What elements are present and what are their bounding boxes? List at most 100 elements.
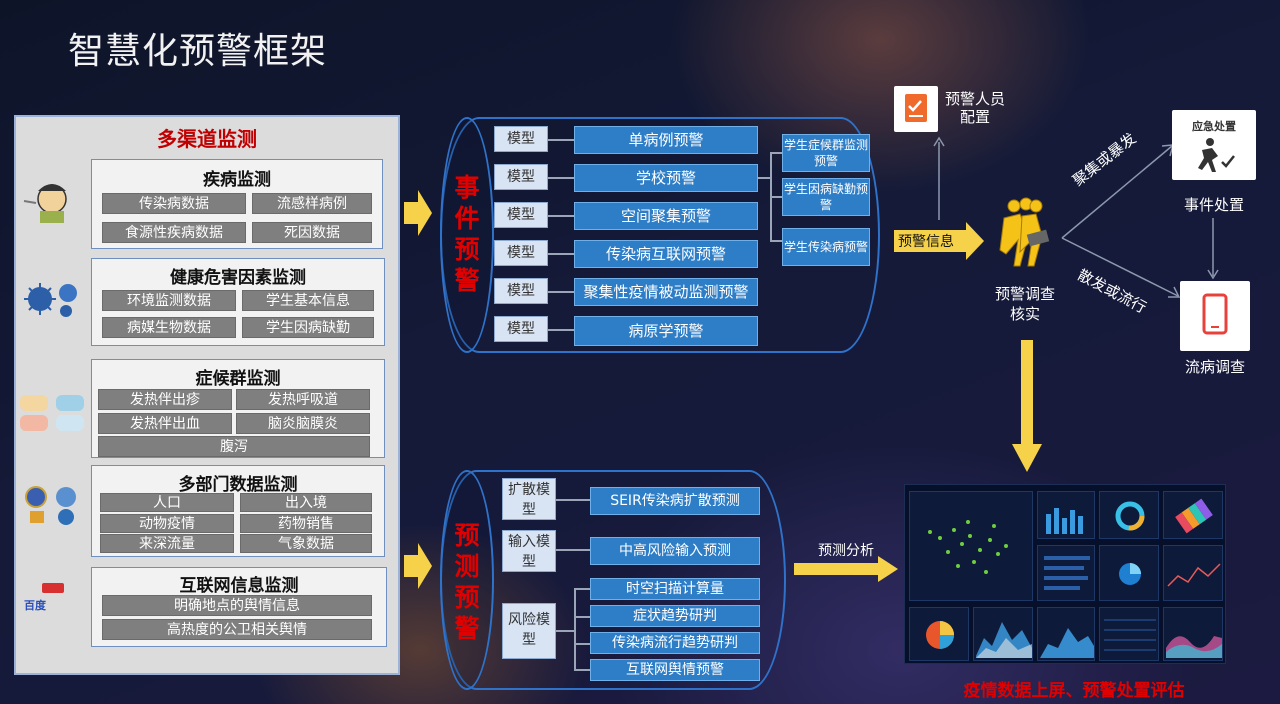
table-mini: [1104, 619, 1156, 651]
connector: [574, 643, 590, 645]
list-mini: [1044, 556, 1090, 590]
wave-mini: [1166, 636, 1222, 658]
chip: 学生因病缺勤: [242, 317, 374, 338]
student-infectious-warning: 学生传染病预警: [782, 228, 870, 266]
epi-investigation-label: 流病调查: [1184, 358, 1245, 376]
section-title: 健康危害因素监测: [170, 268, 306, 288]
chip: 药物销售: [240, 514, 372, 533]
risk-model-tag: 风险模型: [502, 603, 556, 659]
health-hazard-section: 健康危害因素监测 环境监测数据 学生基本信息 病媒生物数据 学生因病缺勤: [91, 258, 385, 346]
personnel-card: [894, 86, 938, 132]
symptom-trend: 症状趋势研判: [590, 605, 760, 627]
chip: 环境监测数据: [102, 290, 236, 311]
chip: 发热伴出血: [98, 413, 232, 434]
chip: 发热呼吸道: [236, 389, 370, 410]
chip: 流感样病例: [252, 193, 372, 214]
table-tile: [1099, 607, 1159, 661]
dashboard-screen: [904, 484, 1226, 664]
section-title: 症候群监测: [195, 369, 281, 389]
big-pie-mini: [926, 621, 954, 649]
dashboard-caption: 疫情数据上屏、预警处置评估: [963, 681, 1185, 701]
epidemic-trend: 传染病流行趋势研判: [590, 632, 760, 654]
map-tile: [909, 491, 1033, 601]
section-title: 互联网信息监测: [179, 576, 299, 596]
warning-info-arrow: [894, 222, 984, 260]
model-tag: 模型: [494, 278, 548, 304]
personnel-config-label: 预警人员配置: [944, 90, 1005, 126]
spatial-cluster-warning: 空间聚集预警: [574, 202, 758, 230]
map-dots: [928, 520, 1008, 574]
chip: 高热度的公卫相关舆情: [102, 619, 372, 640]
connector: [758, 177, 770, 179]
running-person-icon: [1198, 138, 1235, 172]
connector: [548, 329, 574, 331]
wave-tile: [1163, 607, 1223, 661]
connector: [548, 253, 574, 255]
model-tag: 模型: [494, 240, 548, 266]
connector: [556, 630, 574, 632]
event-warning-label: 事 件 预 警: [454, 173, 480, 295]
arrow-down-icon: [1012, 340, 1042, 472]
page-title: 智慧化预警框架: [68, 31, 328, 72]
connector: [548, 177, 574, 179]
panel-title: 多渠道监测: [157, 127, 257, 151]
bar-mini: [1046, 508, 1083, 534]
area-mini: [976, 622, 1032, 658]
chip: 脑炎脑膜炎: [236, 413, 370, 434]
color-bars-mini: [1175, 498, 1213, 534]
emergency-card-title: 应急处置: [1192, 120, 1236, 133]
warning-info-label: 预警信息: [898, 234, 954, 250]
chip: 明确地点的舆情信息: [102, 595, 372, 616]
investigation-label: 预警调查核实: [994, 285, 1055, 323]
forecast-analysis-label: 预测分析: [818, 543, 874, 559]
chip: 气象数据: [240, 534, 372, 553]
chip: 动物疫情: [100, 514, 234, 533]
connector: [770, 152, 782, 154]
connector: [574, 669, 590, 671]
area-mini-2: [1040, 628, 1094, 658]
chip: 腹泻: [98, 436, 370, 457]
syndrome-monitoring-section: 症候群监测 发热伴出疹 发热呼吸道 发热伴出血 脑炎脑膜炎 腹泻: [91, 359, 385, 458]
connector: [574, 588, 590, 590]
internet-monitoring-section: 互联网信息监测 明确地点的舆情信息 高热度的公卫相关舆情: [91, 567, 387, 647]
chip: 传染病数据: [102, 193, 246, 214]
cylinder-cap: [440, 117, 494, 353]
line-tile: [1163, 545, 1223, 601]
section-title: 多部门数据监测: [178, 475, 298, 495]
chip: 死因数据: [252, 222, 372, 243]
bar-tile: [1037, 491, 1095, 539]
connector: [556, 499, 590, 501]
forecast-arrow: [794, 556, 898, 582]
diffusion-model-tag: 扩散模型: [502, 478, 556, 520]
student-absence-warning: 学生因病缺勤预警: [782, 178, 870, 216]
department-emblems-icon: [25, 486, 76, 525]
cylinder-cap: [440, 470, 494, 690]
internet-warning: 传染病互联网预警: [574, 240, 758, 268]
connector: [574, 616, 590, 618]
connector: [548, 215, 574, 217]
connector: [548, 291, 574, 293]
arrow-right-icon: [404, 543, 432, 589]
section-title: 疾病监测: [203, 170, 271, 190]
emergency-card: 应急处置: [1172, 110, 1256, 180]
chip: 学生基本信息: [242, 290, 374, 311]
arrow-down-icon: [1207, 218, 1219, 280]
seir-forecast: SEIR传染病扩散预测: [590, 487, 760, 515]
internet-sentiment-warning: 互联网舆情预警: [590, 659, 760, 681]
checklist-icon: [905, 94, 927, 122]
cluster-passive-warning: 聚集性疫情被动监测预警: [574, 278, 758, 306]
single-case-warning: 单病例预警: [574, 126, 758, 154]
connector: [574, 588, 576, 670]
chip: 食源性疾病数据: [102, 222, 246, 243]
line-mini: [1167, 563, 1221, 587]
chip: 来深流量: [100, 534, 234, 553]
model-tag: 模型: [494, 202, 548, 228]
input-model-tag: 输入模型: [502, 530, 556, 572]
school-warning: 学校预警: [574, 164, 758, 192]
big-pie-tile: [909, 607, 969, 661]
color-bars-tile: [1163, 491, 1223, 539]
multi-channel-monitoring-panel: 多渠道监测 疾病监测 传染病数据 流感样病例 食源性疾病数据 死因数据 健康危害…: [14, 115, 400, 675]
weibo-icon: [42, 583, 64, 593]
list-tile: [1037, 545, 1095, 601]
investigators-icon: [999, 197, 1050, 267]
